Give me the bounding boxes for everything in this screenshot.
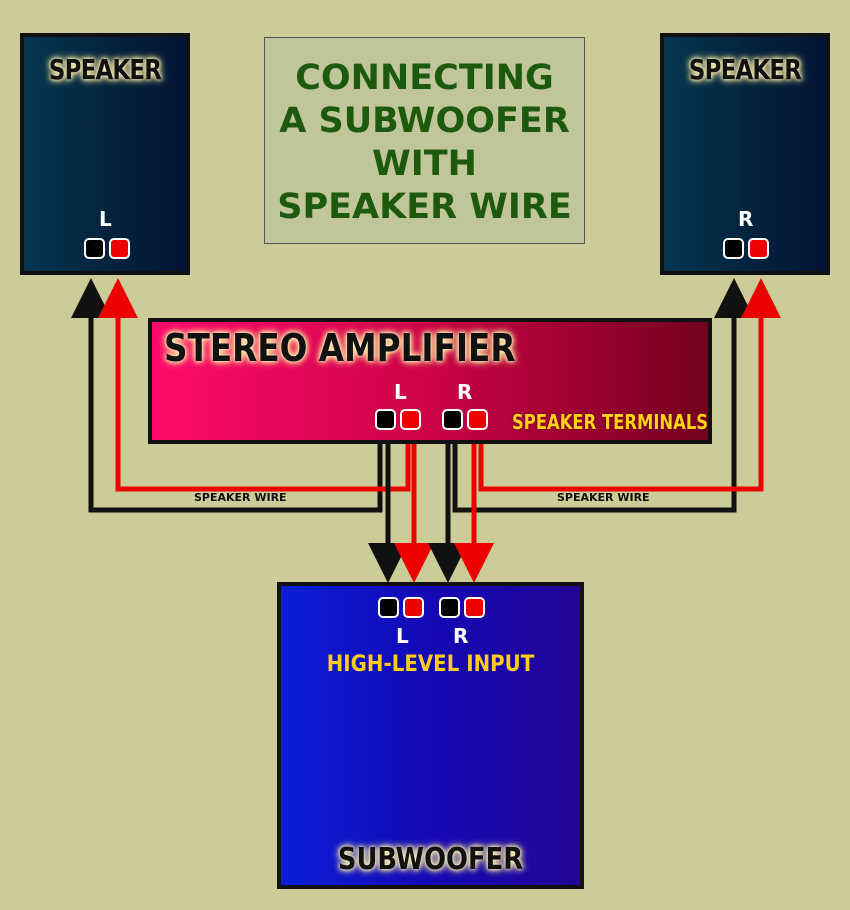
speaker-right-positive-terminal <box>748 238 769 259</box>
speaker-left-positive-terminal <box>109 238 130 259</box>
amplifier-left-negative-terminal <box>375 409 396 430</box>
wire-right-speaker-positive <box>478 278 781 492</box>
speaker-right: SPEAKER R <box>660 33 830 275</box>
title-line-4: SPEAKER WIRE <box>277 187 572 227</box>
subwoofer-input-label: HIGH-LEVEL INPUT <box>326 652 535 677</box>
speaker-left-label: SPEAKER <box>48 53 162 86</box>
wire-right-speaker-negative <box>452 278 754 513</box>
speaker-left-negative-terminal <box>84 238 105 259</box>
subwoofer-channel-left: L <box>396 624 409 648</box>
subwoofer-title: SUBWOOFER <box>337 842 524 877</box>
amplifier-channel-left: L <box>394 380 407 404</box>
speaker-right-channel: R <box>738 207 754 231</box>
diagram-title: CONNECTING A SUBWOOFER WITH SPEAKER WIRE <box>264 37 585 244</box>
title-line-3: WITH <box>372 144 477 184</box>
speaker-right-label: SPEAKER <box>688 53 802 86</box>
speaker-left: SPEAKER L <box>20 33 190 275</box>
wire-label-right: SPEAKER WIRE <box>557 491 650 504</box>
stereo-amplifier: STEREO AMPLIFIER L R SPEAKER TERMINALS <box>148 318 712 444</box>
subwoofer-left-negative-terminal <box>378 597 399 618</box>
subwoofer-channel-right: R <box>453 624 469 648</box>
wire-left-speaker-negative <box>71 278 383 513</box>
subwoofer: L R HIGH-LEVEL INPUT SUBWOOFER <box>277 582 584 889</box>
amplifier-terminals-label: SPEAKER TERMINALS <box>512 410 709 434</box>
speaker-left-channel: L <box>99 207 112 231</box>
amplifier-right-positive-terminal <box>467 409 488 430</box>
title-line-1: CONNECTING <box>295 58 554 98</box>
amplifier-title: STEREO AMPLIFIER <box>164 326 516 370</box>
title-line-2: A SUBWOOFER <box>279 101 570 141</box>
amplifier-channel-right: R <box>457 380 473 404</box>
subwoofer-right-negative-terminal <box>439 597 460 618</box>
wire-left-speaker-positive <box>98 278 411 492</box>
subwoofer-left-positive-terminal <box>403 597 424 618</box>
speaker-right-negative-terminal <box>723 238 744 259</box>
subwoofer-right-positive-terminal <box>464 597 485 618</box>
amplifier-left-positive-terminal <box>400 409 421 430</box>
wire-label-left: SPEAKER WIRE <box>194 491 287 504</box>
amplifier-right-negative-terminal <box>442 409 463 430</box>
